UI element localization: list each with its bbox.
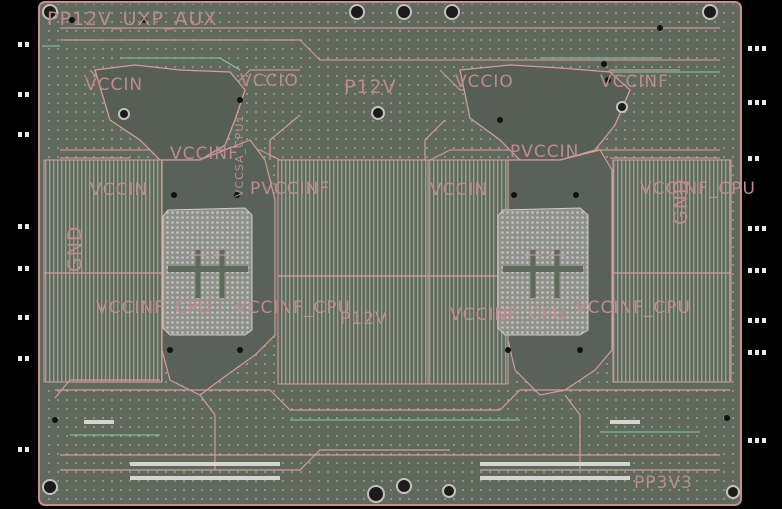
vrm-left (94, 64, 246, 161)
mounting-hole (42, 4, 58, 20)
bottom-traces (54, 114, 730, 471)
cpu-socket-2 (497, 207, 589, 336)
bottom-connectors (84, 420, 640, 480)
mounting-hole (442, 484, 456, 498)
dimm-banks (43, 159, 732, 385)
cpu-socket-1 (162, 207, 253, 336)
dimm-bank-right (612, 159, 732, 383)
mounting-hole (702, 4, 718, 20)
mounting-hole (726, 485, 740, 499)
mounting-hole (396, 478, 412, 494)
mounting-hole (349, 4, 365, 20)
green-traces (42, 45, 720, 436)
side-pads (18, 42, 766, 452)
mounting-hole (371, 106, 385, 120)
vrm-right (459, 64, 631, 161)
dimm-bank-center-left (277, 159, 429, 385)
mounting-hole (367, 485, 385, 503)
dimm-bank-left (43, 159, 163, 383)
small-vias (52, 17, 730, 423)
mounting-hole (396, 4, 412, 20)
mounting-hole (118, 108, 130, 120)
dimm-bank-center-right (427, 159, 509, 385)
mounting-holes (42, 4, 740, 503)
mounting-hole (42, 479, 58, 495)
mounting-hole (616, 101, 628, 113)
mounting-hole (444, 4, 460, 20)
